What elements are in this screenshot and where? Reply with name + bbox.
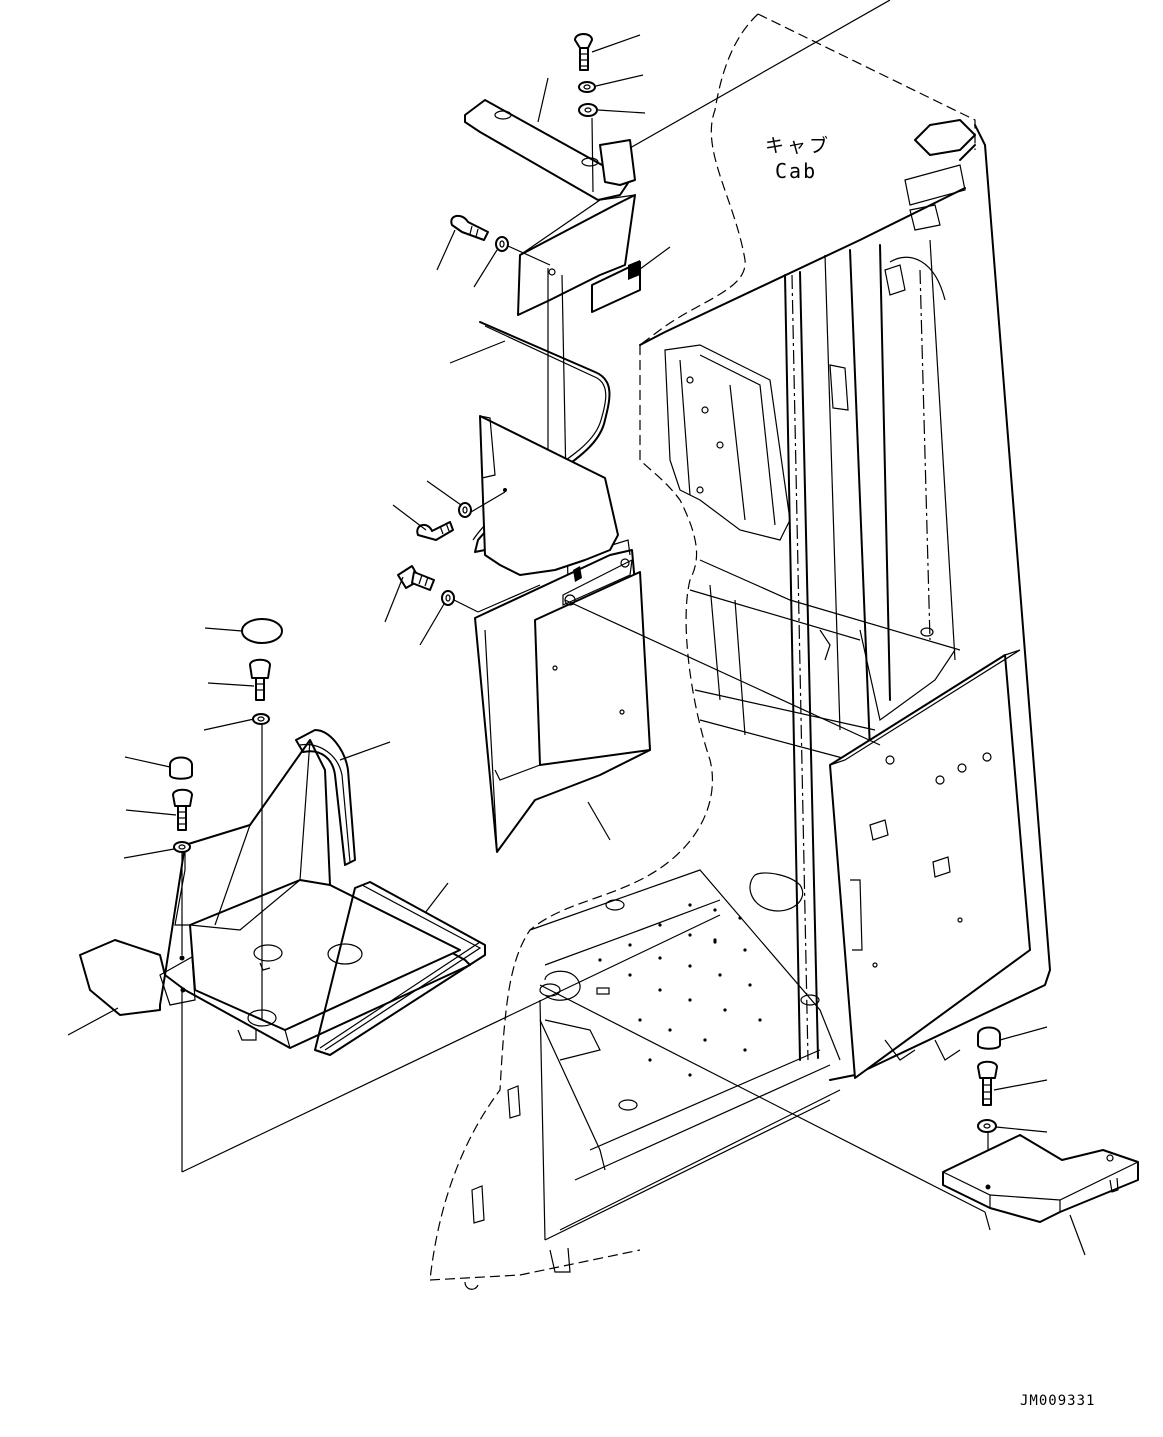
- seal-vertical: [295, 729, 356, 866]
- bolt-left-1: [249, 658, 271, 701]
- washer-top-2: [578, 103, 598, 117]
- bolt-top: [574, 33, 593, 71]
- cab-label-japanese: キャブ: [765, 134, 831, 157]
- cap-2: [169, 756, 193, 780]
- upper-bracket: [464, 99, 641, 316]
- drawing-code: JM009331: [1020, 1393, 1095, 1409]
- washer-left-1: [252, 713, 270, 725]
- cap-right: [977, 1026, 1001, 1050]
- cab-label-english: Cab: [775, 159, 817, 183]
- washer-mid-1: [458, 502, 472, 518]
- bolt-left-2: [172, 788, 193, 831]
- washer-top-1: [578, 81, 596, 93]
- washer-right: [977, 1119, 997, 1133]
- left-tray: [79, 739, 471, 1049]
- cab-frame: [429, 13, 1051, 1290]
- bolt-bracket-side: [450, 214, 489, 241]
- step-plate: [942, 1134, 1139, 1223]
- cap-1: [241, 618, 283, 644]
- bolt-mid-2: [397, 565, 435, 591]
- seal-horizontal: [314, 881, 486, 1056]
- center-panel: [474, 415, 651, 853]
- bolt-right: [977, 1060, 998, 1106]
- leader-lines: [67, 34, 1086, 1256]
- washer-mid-2: [441, 590, 455, 606]
- washer-left-2: [173, 841, 191, 853]
- bolt-mid-1: [416, 521, 454, 541]
- washer-bracket-side: [495, 236, 509, 252]
